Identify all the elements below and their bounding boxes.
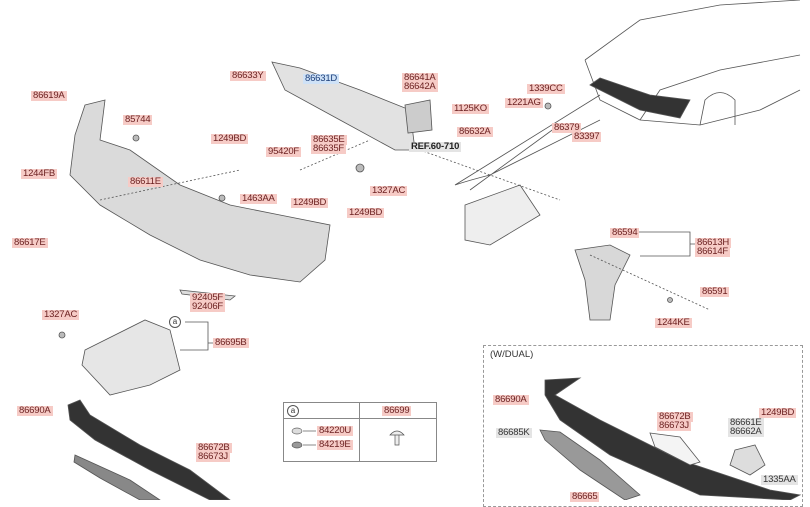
part-label-1339CC[interactable]: 1339CC	[527, 83, 565, 94]
bracket-86613H	[574, 244, 631, 321]
part-label-1463AA[interactable]: 1463AA	[240, 193, 277, 204]
part-label-86690A[interactable]: 86690A	[493, 394, 529, 405]
part-label-1327AC[interactable]: 1327AC	[370, 185, 408, 196]
part-label-86594[interactable]: 86594	[610, 227, 640, 238]
diffuser	[67, 399, 231, 500]
under-cover	[81, 319, 181, 396]
table-divider	[284, 418, 436, 419]
part-label-86699[interactable]: 86699	[382, 405, 412, 416]
part-label-1249BD[interactable]: 1249BD	[759, 407, 797, 418]
part-label-86611E[interactable]: 86611E	[128, 176, 163, 187]
part-label-86641A[interactable]: 86641A	[402, 72, 438, 83]
variant-title: (W/DUAL)	[490, 349, 534, 360]
part-label-86642A[interactable]: 86642A	[402, 81, 438, 92]
part-label-1244FB[interactable]: 1244FB	[21, 168, 58, 179]
rear-bumper-car	[589, 77, 691, 119]
part-label-86379[interactable]: 86379	[552, 122, 582, 133]
part-label-84220U[interactable]: 84220U	[317, 425, 354, 436]
part-label-86635F[interactable]: 86635F	[311, 143, 347, 154]
part-label-92406F[interactable]: 92406F	[190, 301, 226, 312]
part-label-86632A[interactable]: 86632A	[457, 126, 493, 137]
vehicle-outline	[584, 0, 801, 126]
part-label-83397[interactable]: 83397	[572, 131, 602, 142]
marker-a: a	[169, 316, 181, 328]
part-label-1327AC[interactable]: 1327AC	[42, 309, 80, 320]
part-label-86614F[interactable]: 86614F	[695, 246, 731, 257]
part-label-86665[interactable]: 86665	[570, 491, 600, 502]
bracket-86641A	[404, 99, 433, 134]
part-label-84219E[interactable]: 84219E	[317, 439, 353, 450]
part-label-86685K[interactable]: 86685K	[496, 427, 532, 438]
part-label-95420F[interactable]: 95420F	[266, 146, 302, 157]
part-label-86635E[interactable]: 86635E	[311, 134, 347, 145]
part-label-1125KO[interactable]: 1125KO	[452, 103, 489, 114]
part-label-86673J[interactable]: 86673J	[657, 420, 691, 431]
quarter-panel	[454, 94, 601, 191]
dual-diffuser	[544, 377, 802, 500]
part-label-1249BD[interactable]: 1249BD	[291, 197, 329, 208]
marker-a: a	[287, 405, 299, 417]
part-label-86631D[interactable]: 86631D	[303, 73, 340, 84]
part-label-1335AA[interactable]: 1335AA	[761, 474, 798, 485]
part-label-86695B[interactable]: 86695B	[213, 337, 249, 348]
part-label-1221AG[interactable]: 1221AG	[505, 97, 543, 108]
part-label-86672B[interactable]: 86672B	[196, 442, 232, 453]
part-label-86619A[interactable]: 86619A	[31, 90, 67, 101]
part-label-86672B[interactable]: 86672B	[657, 411, 693, 422]
part-label-85744[interactable]: 85744	[123, 114, 153, 125]
part-label-92405F[interactable]: 92405F	[190, 292, 226, 303]
part-label-86633Y[interactable]: 86633Y	[230, 70, 266, 81]
part-label-86617E[interactable]: 86617E	[12, 237, 48, 248]
part-label-86591[interactable]: 86591	[700, 286, 730, 297]
part-label-1249BD[interactable]: 1249BD	[347, 207, 385, 218]
part-label-86673J[interactable]: 86673J	[196, 451, 230, 462]
reference-label[interactable]: REF.60-710	[409, 141, 462, 152]
part-label-86690A[interactable]: 86690A	[17, 405, 53, 416]
part-label-86661E[interactable]: 86661E	[728, 417, 764, 428]
bumper-cover	[69, 99, 331, 283]
part-label-86613H[interactable]: 86613H	[695, 237, 732, 248]
clip-icons	[291, 427, 405, 449]
fastener-table: a 86699 84220U 84219E	[283, 402, 437, 462]
dual-lamp	[729, 444, 766, 476]
part-label-86662A[interactable]: 86662A	[728, 426, 764, 437]
part-label-1244KE[interactable]: 1244KE	[655, 317, 692, 328]
part-label-1249BD[interactable]: 1249BD	[211, 133, 249, 144]
side-bracket	[464, 184, 541, 246]
table-divider	[359, 403, 360, 461]
